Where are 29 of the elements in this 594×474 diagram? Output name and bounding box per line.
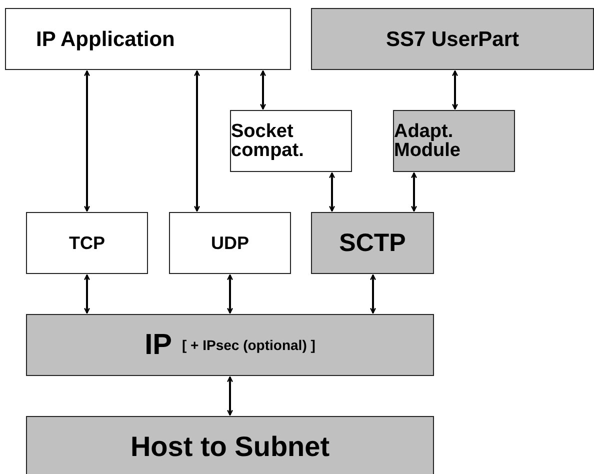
layer-label: TCP: [69, 234, 105, 252]
layer-box: [169, 212, 291, 274]
layer-label: SS7 UserPart: [386, 28, 520, 50]
layer-label: IP Application: [36, 28, 175, 50]
layer-label: IP: [144, 330, 172, 360]
shaded-layer-box: [393, 110, 515, 172]
double-arrow: [84, 70, 90, 212]
layer-box: [230, 110, 352, 172]
double-arrow: [84, 274, 90, 314]
double-arrow: [452, 70, 458, 110]
shaded-layer-box: [311, 8, 594, 70]
shaded-layer-box: [311, 212, 434, 274]
layer-label: Adapt. Module: [394, 122, 462, 160]
layer-box: [26, 212, 148, 274]
double-arrow: [227, 376, 233, 416]
shaded-layer-box: [26, 416, 434, 474]
double-arrow: [194, 70, 200, 212]
layer-note: [ + IPsec (optional) ]: [182, 338, 316, 352]
layer-box: [5, 8, 291, 70]
double-arrow: [260, 70, 266, 110]
layer-label: SCTP: [339, 230, 406, 256]
double-arrow: [411, 172, 417, 212]
double-arrow: [370, 274, 376, 314]
layer-label: Host to Subnet: [130, 433, 330, 461]
shaded-layer-box: [26, 314, 434, 376]
layer-label: Socket compat.: [231, 122, 305, 160]
double-arrow: [227, 274, 233, 314]
double-arrow: [329, 172, 335, 212]
layer-label: UDP: [210, 234, 249, 252]
